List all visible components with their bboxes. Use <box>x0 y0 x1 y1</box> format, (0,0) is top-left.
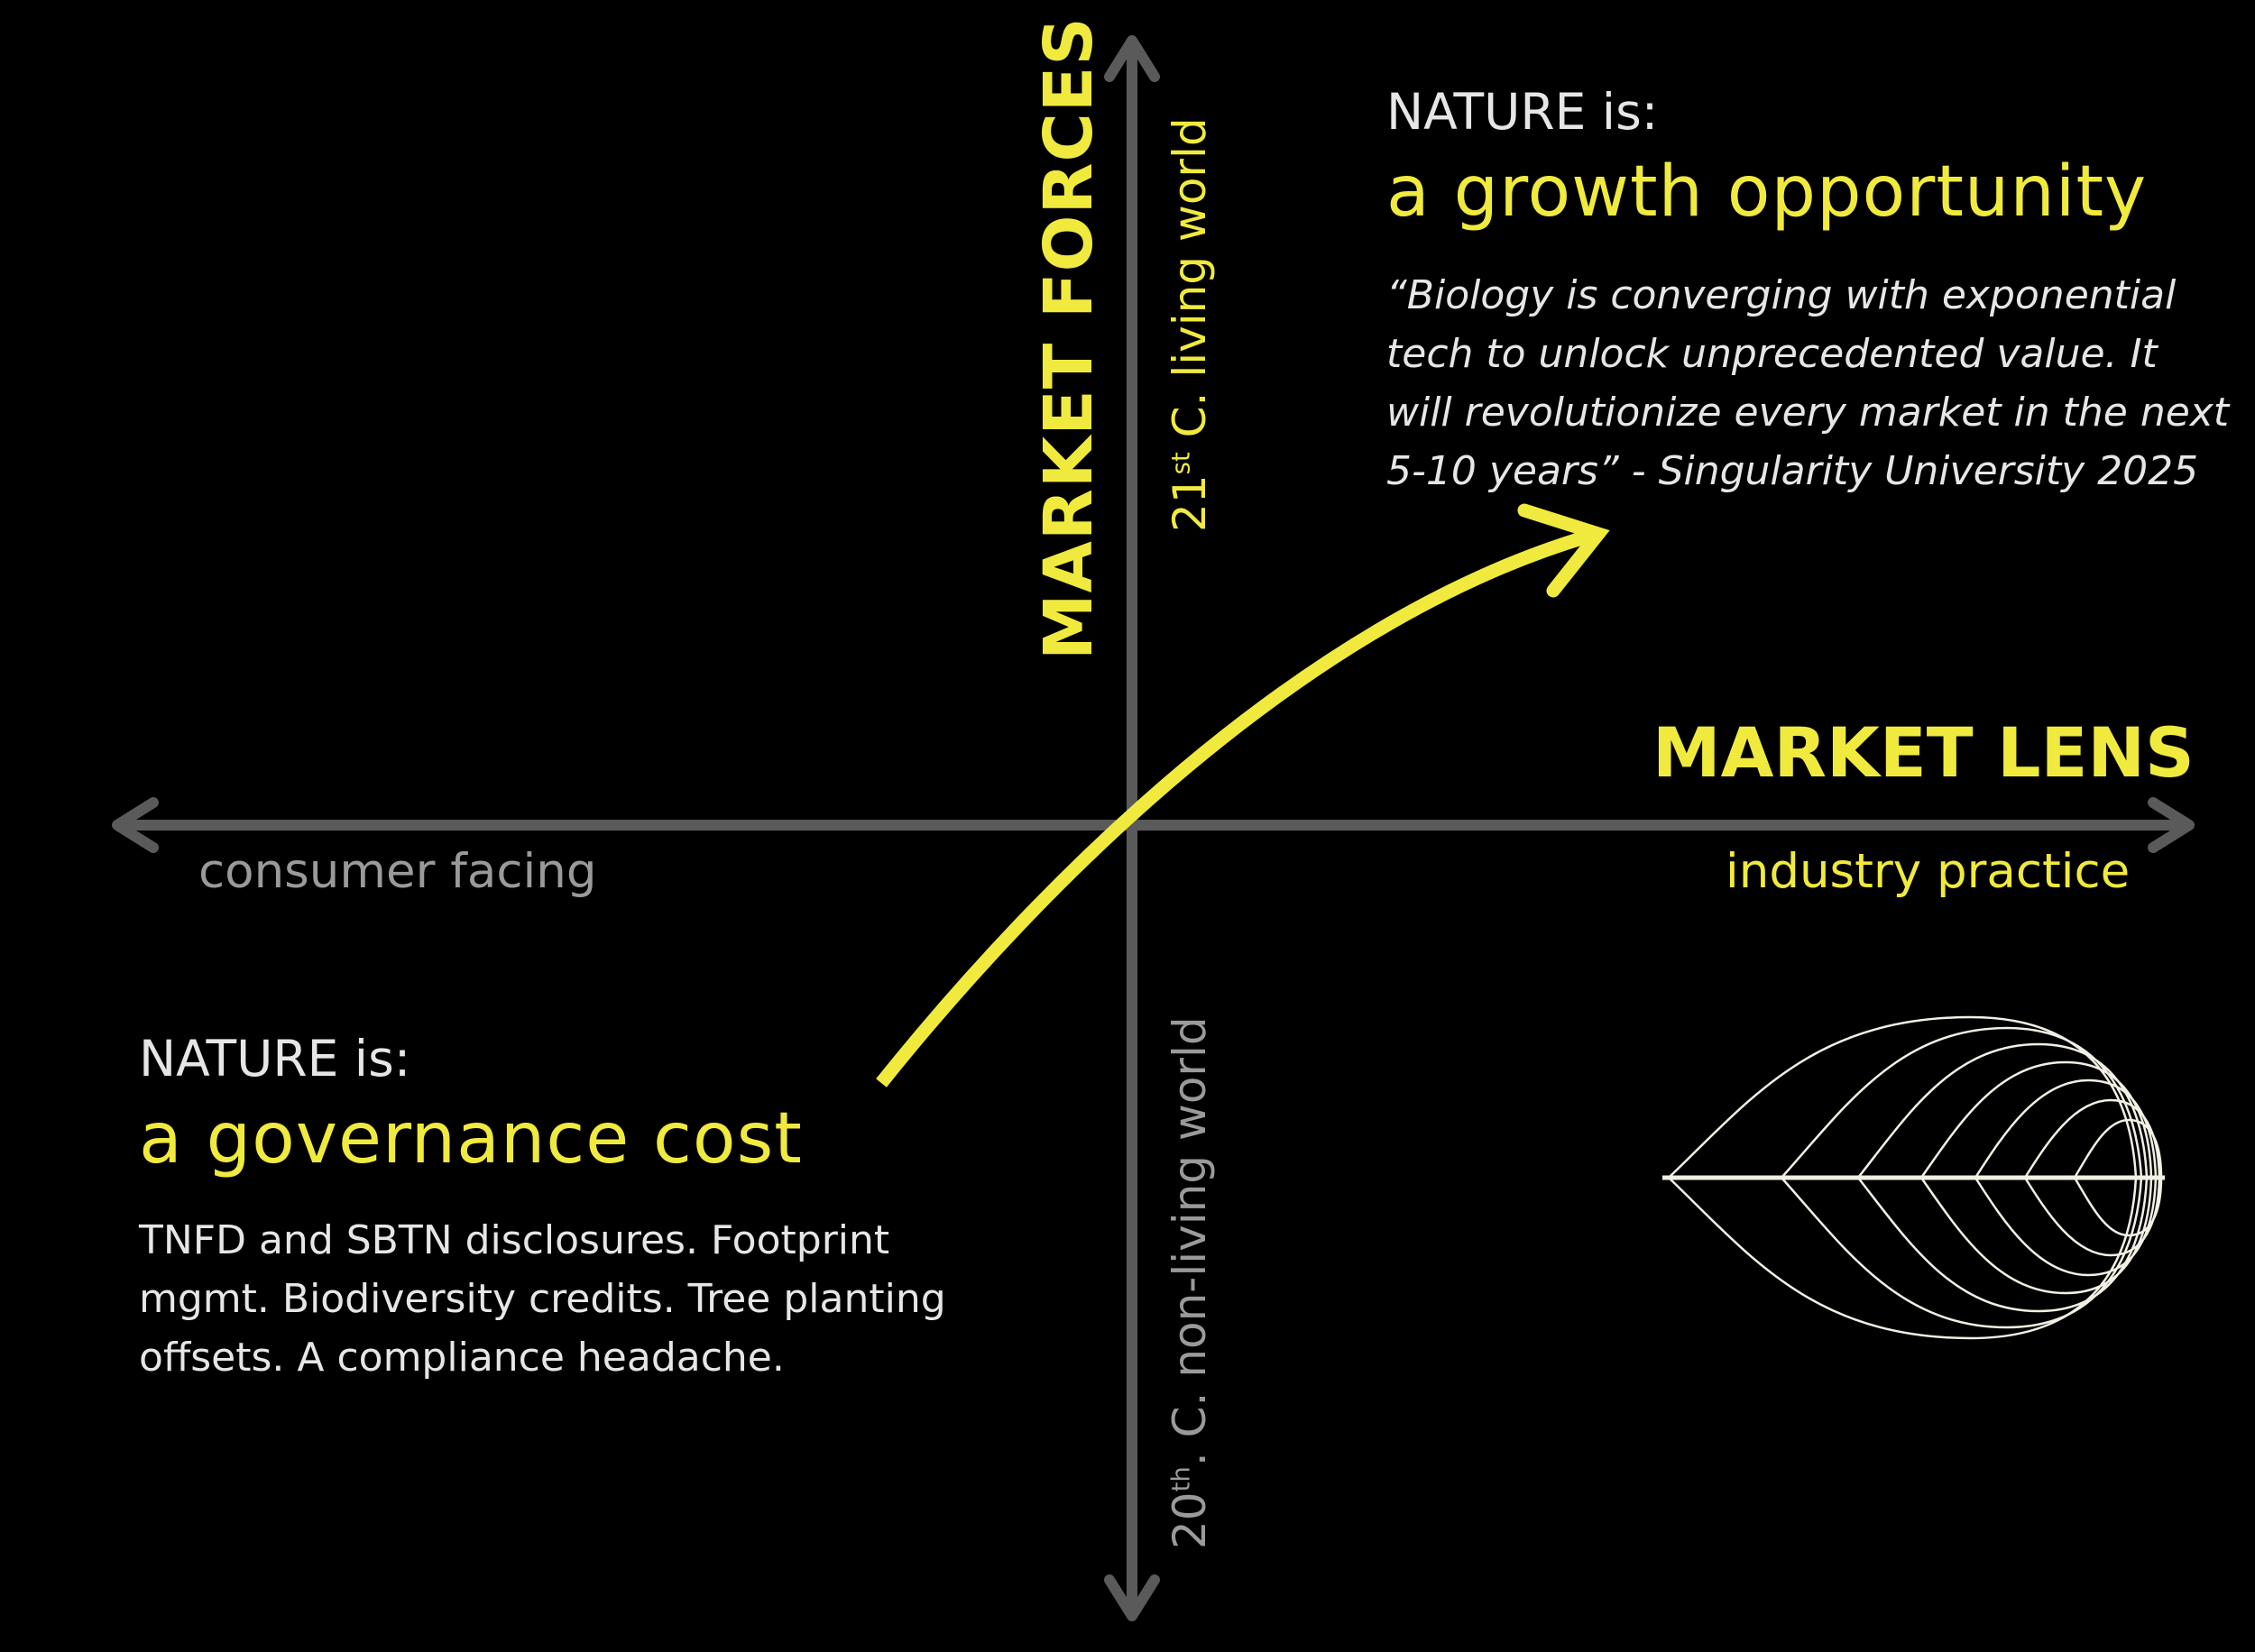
horizontal-axis-title: MARKET LENS <box>1652 712 2195 793</box>
body-line: offsets. A compliance headache. <box>139 1335 785 1381</box>
growth-quadrant-prefix: NATURE is: <box>1386 83 1659 141</box>
quote-line: tech to unlock unprecedented value. It <box>1386 331 2158 377</box>
quote-line: “Biology is converging with exponential <box>1386 272 2177 318</box>
vertical-axis-down-arrowhead <box>1104 1574 1160 1621</box>
curved-arrow-icon <box>876 503 1610 1088</box>
leaf-icon <box>1662 1015 2165 1340</box>
governance-quadrant-prefix: NATURE is: <box>139 1030 411 1088</box>
body-line: mgmt. Biodiversity credits. Tree plantin… <box>139 1276 946 1322</box>
governance-quadrant-title: a governance cost <box>139 1098 803 1179</box>
vertical-axis-up-arrowhead <box>1104 35 1160 82</box>
growth-quadrant-title: a growth opportunity <box>1386 151 2148 233</box>
vertical-axis-title: MARKET FORCES <box>1030 16 1108 660</box>
bottom-label-text: . C. non-living world <box>1164 1016 1216 1467</box>
vertical-axis-bottom-label: 20th. C. non-living world <box>1164 1016 1216 1549</box>
top-label-number: 21 <box>1164 474 1216 532</box>
horizontal-axis-right-label: industry practice <box>1726 844 2131 899</box>
bottom-label-ordinal: th <box>1166 1466 1196 1492</box>
quote-line: 5-10 years” - Singularity University 202… <box>1386 448 2199 494</box>
governance-quadrant-body: TNFD and SBTN disclosures. Footprint mgm… <box>139 1211 946 1387</box>
body-line: TNFD and SBTN disclosures. Footprint <box>139 1217 890 1263</box>
horizontal-axis <box>112 797 2195 853</box>
horizontal-axis-right-arrowhead <box>2148 797 2195 853</box>
horizontal-axis-left-arrowhead <box>112 797 159 853</box>
growth-quadrant-quote: “Biology is converging with exponential … <box>1386 266 2252 500</box>
bottom-label-number: 20 <box>1164 1491 1216 1549</box>
top-label-ordinal: st <box>1166 452 1196 475</box>
top-label-text: C. living world <box>1164 117 1216 453</box>
vertical-axis-top-label: 21st C. living world <box>1164 117 1216 532</box>
horizontal-axis-left-label: consumer facing <box>198 844 597 899</box>
quote-line: will revolutionize every market in the n… <box>1386 390 2230 436</box>
